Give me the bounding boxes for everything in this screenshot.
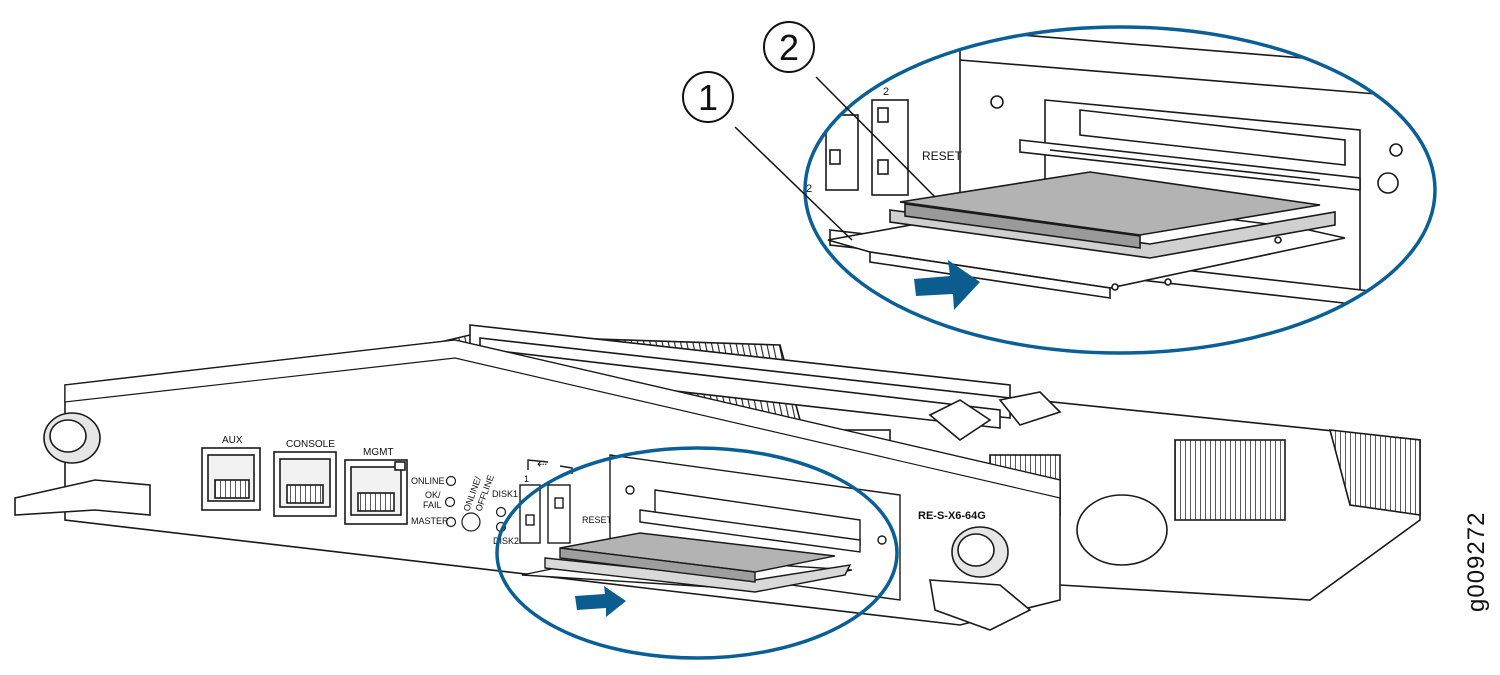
mgmt-port[interactable] bbox=[344, 459, 408, 525]
mgmt-label: MGMT bbox=[363, 447, 394, 458]
insert-arrow-small bbox=[575, 586, 626, 617]
ok-fail-label-2: FAIL bbox=[423, 500, 442, 510]
thumbscrew-left[interactable] bbox=[43, 412, 101, 464]
reset-label: RESET bbox=[582, 515, 613, 525]
latch bbox=[998, 391, 1062, 426]
usb-label-1: 1 bbox=[524, 474, 529, 484]
zoom-reset-label: RESET bbox=[922, 149, 963, 163]
model-label: RE-S-X6-64G bbox=[918, 510, 986, 522]
usb-port-2[interactable] bbox=[547, 484, 571, 544]
zoom-partial-disk2: .2 bbox=[803, 183, 812, 195]
online-label: ONLINE bbox=[411, 476, 445, 486]
online-led bbox=[445, 475, 457, 487]
ok-fail-label-1: OK/ bbox=[425, 490, 441, 500]
usb-icon: ⇠ bbox=[537, 457, 547, 471]
ejector-lever-right[interactable] bbox=[929, 579, 1032, 631]
ssd-small[interactable] bbox=[521, 532, 853, 593]
disk1-led bbox=[495, 506, 507, 518]
board-battery bbox=[1076, 494, 1168, 566]
zoom-detail: RESET 2 .2 bbox=[803, 25, 1437, 355]
callout-2-number: 2 bbox=[779, 27, 799, 68]
aux-label: AUX bbox=[222, 435, 243, 446]
callout-2: 2 bbox=[763, 21, 936, 198]
callout-1-leader bbox=[734, 126, 853, 241]
zoom-partial-label-2: 2 bbox=[883, 86, 889, 98]
detail-ellipse-small bbox=[495, 446, 899, 660]
board-chip bbox=[1174, 439, 1286, 521]
thumbscrew-right[interactable] bbox=[951, 526, 1009, 578]
aux-port[interactable] bbox=[201, 447, 261, 511]
detail-ellipse-large bbox=[803, 25, 1437, 355]
disk2-label: DISK2 bbox=[493, 536, 519, 546]
ok-fail-led bbox=[444, 496, 456, 508]
ejector-lever-left[interactable] bbox=[14, 479, 151, 516]
latch bbox=[928, 399, 992, 441]
zoom-ssd bbox=[827, 171, 1346, 299]
routing-engine bbox=[14, 324, 1421, 631]
insert-arrow-large bbox=[914, 260, 980, 310]
backplane-connector bbox=[1328, 429, 1421, 516]
master-label: MASTER bbox=[411, 516, 449, 526]
disk1-label: DISK1 bbox=[492, 489, 518, 499]
callout-2-leader bbox=[815, 76, 936, 198]
online-offline-button[interactable] bbox=[461, 512, 481, 532]
console-port[interactable] bbox=[273, 451, 337, 517]
figure-id: g009272 bbox=[1463, 511, 1490, 612]
master-led bbox=[445, 516, 457, 528]
callout-1: 1 bbox=[682, 71, 853, 241]
callout-1-number: 1 bbox=[698, 77, 718, 118]
console-label: CONSOLE bbox=[286, 439, 335, 450]
